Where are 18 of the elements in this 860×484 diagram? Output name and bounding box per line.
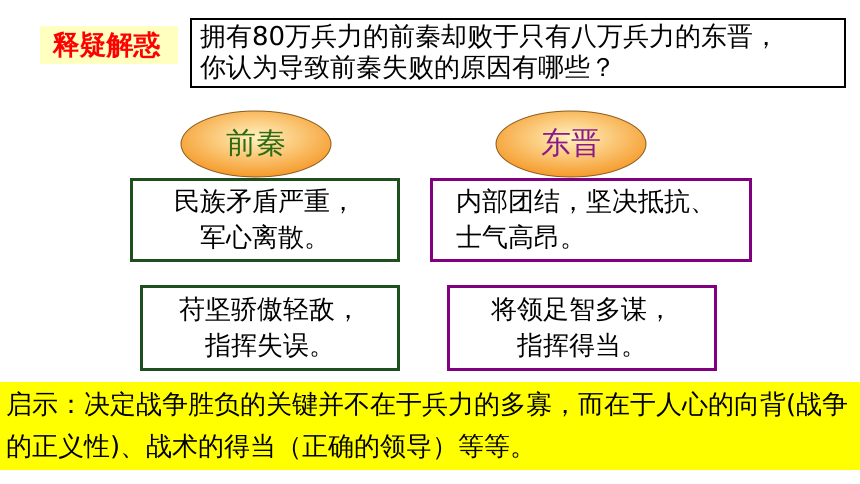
text-box xyxy=(130,178,400,262)
label-text: 苻坚骄傲轻敌，指挥失误。 xyxy=(178,294,362,363)
text-box xyxy=(140,285,400,371)
question-box xyxy=(190,18,846,88)
label-text: 内部团结，坚决抵抗、士气高昂。 xyxy=(456,186,717,255)
heading-tag xyxy=(40,26,178,64)
label-text: 民族矛盾严重，军心离散。 xyxy=(172,186,357,255)
ellipse-label xyxy=(180,110,332,178)
label-text: 将领足智多谋，指挥得当。 xyxy=(490,294,674,363)
text-box xyxy=(430,178,752,262)
label-text: 启示：决定战争胜负的关键并不在于兵力的多寡，而在于人心的向背(战争的正义性)、战术的得当（正确的领导）等等。 xyxy=(6,389,848,464)
text-box xyxy=(447,285,717,371)
ellipse-label xyxy=(495,110,647,178)
label-text: 前秦 xyxy=(226,126,286,162)
label-text: 释疑解惑 xyxy=(52,28,162,62)
label-text: 拥有80万兵力的前秦却败于只有八万兵力的东晋，你认为导致前秦失败的原因有哪些？ xyxy=(200,22,780,84)
conclusion-banner xyxy=(0,382,860,470)
label-text: 东晋 xyxy=(541,126,601,162)
